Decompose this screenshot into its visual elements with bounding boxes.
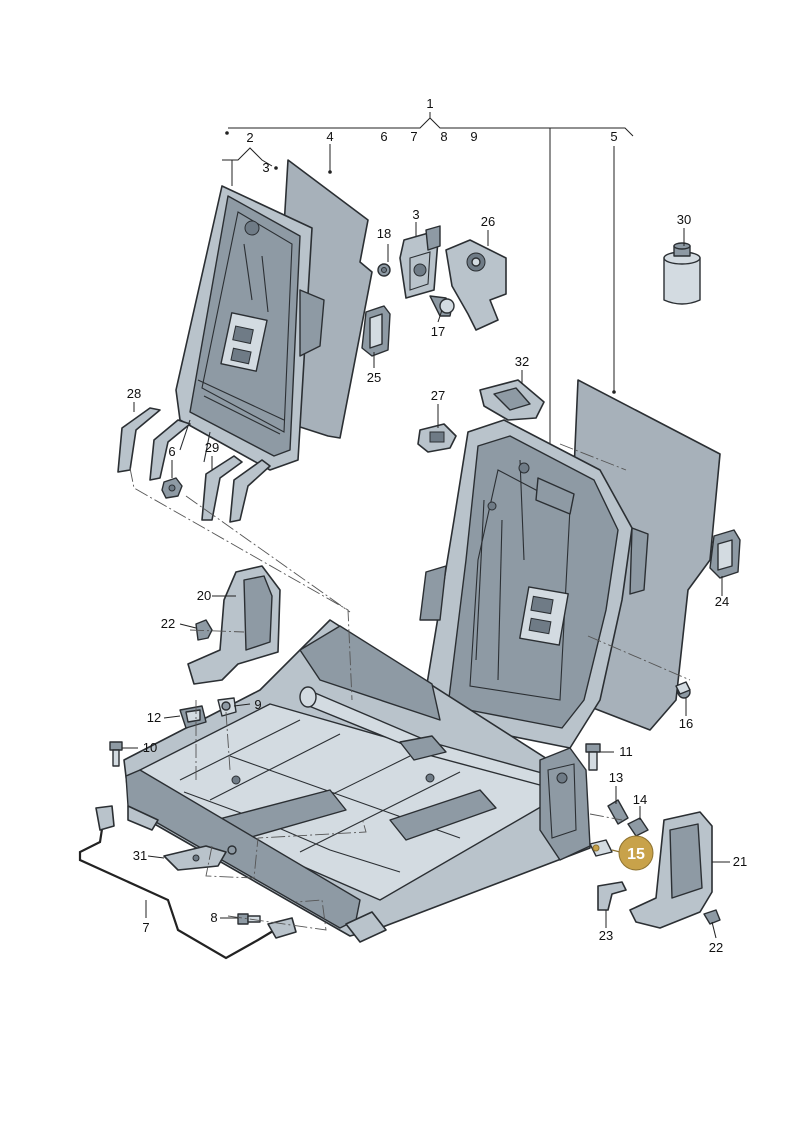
hinge-bracket-29 [201, 455, 271, 523]
seat-frame [123, 619, 591, 943]
nut-18 [377, 263, 391, 277]
callout-16: 16 [679, 716, 693, 731]
highlight-badge-circle [618, 835, 654, 871]
callout-23: 23 [599, 928, 613, 943]
callout-8: 8 [210, 910, 217, 925]
callout-5: 5 [610, 129, 617, 144]
assembly-phantom-lines [129, 443, 691, 931]
cover-26 [445, 239, 507, 331]
callout-3: 3 [412, 207, 419, 222]
side-cover-21 [629, 811, 713, 929]
callout-labels: 1 2 3 4 6 7 8 9 5 3 26 30 18 17 25 28 6 … [127, 96, 747, 955]
bolt-8 [237, 913, 261, 925]
callout-30: 30 [677, 212, 691, 227]
callout-6: 6 [168, 444, 175, 459]
cable-7 [78, 805, 297, 960]
highlight-badge-label: 15 [627, 846, 645, 863]
callout-2: 2 [246, 130, 253, 145]
callout-21: 21 [733, 854, 747, 869]
callout-4: 4 [326, 129, 333, 144]
bolt-11 [585, 743, 601, 771]
clip-22-left [195, 619, 213, 641]
clip-14 [627, 817, 649, 837]
callout-9-top: 9 [470, 129, 477, 144]
callout-14: 14 [633, 792, 647, 807]
callout-17: 17 [431, 324, 445, 339]
callout-12: 12 [147, 710, 161, 725]
callout-27: 27 [431, 388, 445, 403]
highlight-badge: 15 [611, 835, 654, 871]
callout-leaders [122, 222, 730, 939]
part-15 [589, 839, 613, 857]
callout-22-left: 22 [161, 616, 175, 631]
bolt-10 [109, 741, 123, 767]
callout-22-right: 22 [709, 940, 723, 955]
side-cover-20 [187, 565, 281, 685]
callout-29: 29 [205, 440, 219, 455]
clip-9 [217, 697, 237, 717]
latch-27 [417, 423, 457, 453]
callout-18: 18 [377, 226, 391, 241]
callout-7: 7 [142, 920, 149, 935]
container-30 [663, 242, 701, 305]
callout-26: 26 [481, 214, 495, 229]
handle-25 [361, 305, 391, 357]
callout-13: 13 [609, 770, 623, 785]
callout-9: 9 [254, 697, 261, 712]
screw-16 [675, 681, 691, 699]
bracket-23 [597, 881, 627, 911]
clip-22-right [703, 909, 721, 925]
callout-1: 1 [426, 96, 433, 111]
clip-12 [179, 705, 207, 729]
callout-6-top: 6 [380, 129, 387, 144]
callout-3-top: 3 [262, 160, 269, 175]
callout-31: 31 [133, 848, 147, 863]
nut-6 [161, 477, 183, 499]
handle-24 [709, 529, 741, 579]
latch-32 [479, 379, 545, 421]
callout-10: 10 [143, 740, 157, 755]
callout-7-top: 7 [410, 129, 417, 144]
left-backrest-frame [175, 159, 373, 471]
callout-20: 20 [197, 588, 211, 603]
callout-28: 28 [127, 386, 141, 401]
right-backrest-frame [419, 419, 633, 749]
callout-8-top: 8 [440, 129, 447, 144]
top-bracket [222, 112, 634, 450]
bolt-17 [429, 295, 455, 317]
bracket-3 [399, 225, 441, 299]
callout-24: 24 [715, 594, 729, 609]
callout-32: 32 [515, 354, 529, 369]
clip-13 [607, 799, 629, 825]
callout-11: 11 [619, 744, 633, 759]
callout-25: 25 [367, 370, 381, 385]
